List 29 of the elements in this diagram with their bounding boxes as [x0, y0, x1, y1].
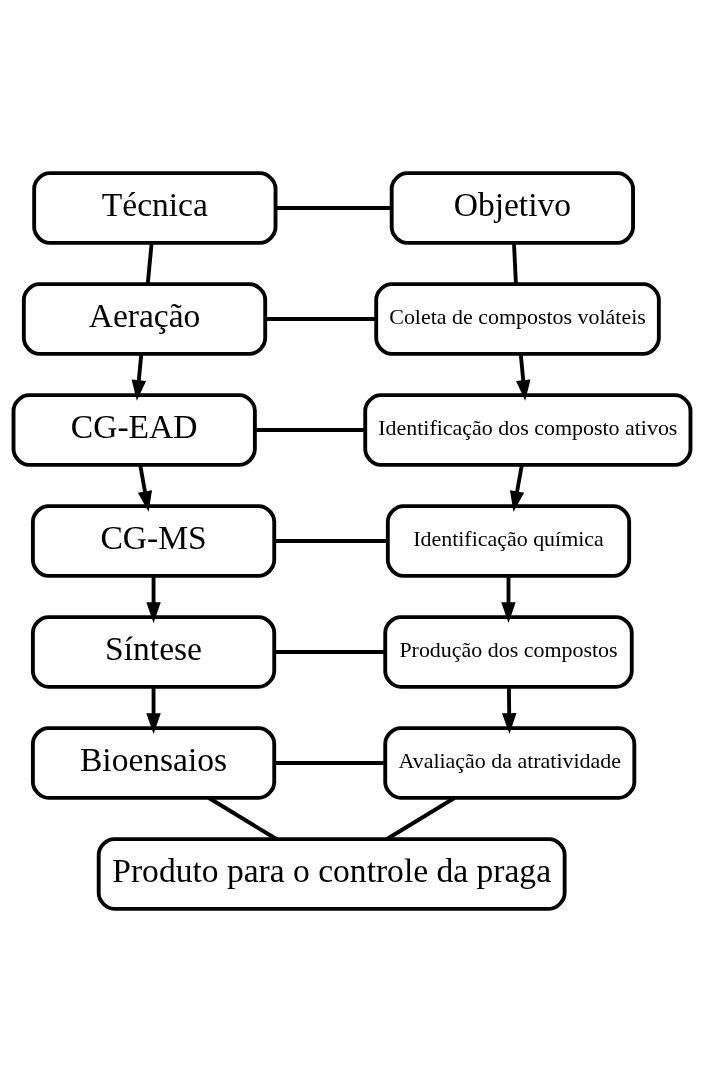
- node-box: Coleta de compostos voláteis: [374, 281, 661, 356]
- connector: [274, 538, 388, 543]
- connector: [274, 649, 386, 654]
- node-box: Avaliação da atratividade: [383, 725, 637, 800]
- node-box: Identificação química: [385, 503, 632, 578]
- connector: [254, 427, 365, 432]
- arrow: [137, 464, 153, 512]
- node-box: CG-MS: [30, 503, 277, 578]
- node-box: Produto para o controle da praga: [96, 836, 567, 911]
- arrow: [501, 686, 517, 734]
- arrow: [146, 686, 161, 734]
- node-box: Síntese: [30, 614, 277, 689]
- arrow: [516, 353, 531, 401]
- connector: [274, 760, 386, 765]
- connector: [512, 242, 518, 284]
- node-box: CG-EAD: [11, 392, 257, 467]
- node-box: Identificação dos composto ativos: [363, 392, 693, 467]
- connector: [265, 316, 376, 321]
- node-box: Produção dos compostos: [383, 614, 634, 689]
- connector: [275, 205, 392, 210]
- arrow: [146, 575, 161, 623]
- node-box: Técnica: [32, 170, 278, 245]
- node-box: Objetivo: [389, 170, 635, 245]
- arrow: [510, 464, 525, 512]
- arrow: [131, 353, 147, 401]
- connector: [145, 242, 154, 284]
- node-box: Aeração: [21, 281, 268, 356]
- node-box: Bioensaios: [30, 725, 277, 800]
- arrow: [501, 575, 516, 623]
